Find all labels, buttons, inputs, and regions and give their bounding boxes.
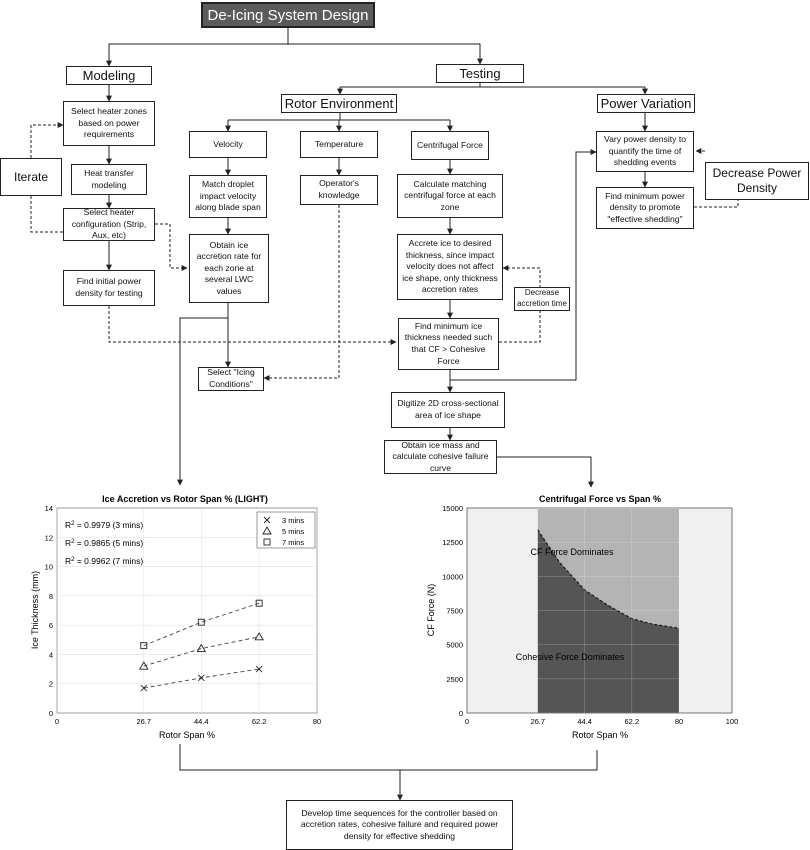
- chart1-xtick-label: 26.7: [136, 717, 151, 726]
- chart1-ytick-label: 12: [45, 533, 53, 542]
- data-point-5-mins: [254, 631, 264, 641]
- accrete-ice-step: Accrete ice to desired thickness, since …: [397, 234, 503, 300]
- chart1-ytick-label: 4: [49, 650, 53, 659]
- chart2-ytick-label: 7500: [446, 607, 463, 616]
- centrifugal-force-chart: Centrifugal Force vs Span % 0 26.7 44.4 62.…: [426, 494, 739, 740]
- chart1-legend: 3 mins 5 mins 7 mins: [256, 511, 316, 549]
- chart2-xtick-label: 62.2: [625, 717, 640, 726]
- testing-header: Testing: [436, 64, 524, 83]
- data-point-3-mins: [197, 674, 205, 682]
- select-heater-zones-step: Select heater zones based on power requi…: [63, 101, 155, 146]
- data-point-3-mins: [255, 665, 263, 673]
- chart1-xtick-label: 62.2: [252, 717, 267, 726]
- chart1-ytick-label: 8: [49, 592, 53, 601]
- decrease-accretion-time-label: Decrease accretion time: [514, 287, 570, 311]
- decrease-power-density-label: Decrease Power Density: [705, 162, 809, 200]
- select-icing-conditions-step: Select "Icing Conditions": [198, 367, 264, 391]
- find-minimum-power-density-step: Find minimum power density to promote "e…: [596, 187, 694, 229]
- vary-power-density-step: Vary power density to quantify the time …: [596, 131, 694, 172]
- data-point-7-mins: [197, 618, 205, 626]
- diagram-title: De-Icing System Design: [201, 2, 375, 28]
- r2-annotation-3mins: R2 = 0.9979 (3 mins): [65, 520, 143, 530]
- data-point-7-mins: [140, 642, 148, 650]
- series-line-5-mins: [143, 636, 260, 667]
- digitize-ice-shape-step: Digitize 2D cross-sectional area of ice …: [391, 392, 505, 428]
- chart1-ylabel: Ice Thickness (mm): [30, 571, 40, 649]
- chart2-xtick-label: 44.4: [577, 717, 592, 726]
- chart1-annotations: R2 = 0.9979 (3 mins) R2 = 0.9865 (5 mins…: [65, 520, 143, 566]
- modeling-header: Modeling: [66, 66, 152, 85]
- obtain-ice-mass-step: Obtain ice mass and calculate cohesive f…: [384, 440, 497, 474]
- data-point-5-mins: [196, 643, 207, 653]
- chart2-ytick-label: 15000: [442, 504, 463, 513]
- match-droplet-velocity-step: Match droplet impact velocity along blad…: [189, 175, 267, 218]
- ice-accretion-chart: Ice Accretion vs Rotor Span % (LIGHT) 0 2…: [30, 494, 321, 740]
- chart1-ytick-label: 6: [49, 621, 53, 630]
- legend-label: 7 mins: [282, 538, 304, 547]
- chart1-ytick-label: 2: [49, 680, 53, 689]
- heat-transfer-modeling-step: Heat transfer modeling: [71, 164, 147, 195]
- power-variation-header: Power Variation: [597, 94, 695, 113]
- r2-annotation-7mins: R2 = 0.9962 (7 mins): [65, 556, 143, 566]
- r2-annotation-5mins: R2 = 0.9865 (5 mins): [65, 538, 143, 548]
- operators-knowledge-step: Operator's knowledge: [300, 175, 378, 205]
- cohesive-dominates-label: Cohesive Force Dominates: [516, 652, 625, 662]
- legend-label: 3 mins: [282, 516, 304, 525]
- chart1-xtick-label: 44.4: [194, 717, 209, 726]
- calculate-centrifugal-force-step: Calculate matching centrifugal force at …: [397, 174, 503, 218]
- velocity-header: Velocity: [189, 131, 267, 158]
- chart1-ytick-label: 0: [49, 709, 53, 718]
- chart1-xlabel: Rotor Span %: [159, 730, 215, 740]
- cf-dominates-label: CF Force Dominates: [530, 547, 614, 557]
- chart1-xtick-label: 80: [313, 717, 321, 726]
- chart2-ytick-label: 12500: [442, 538, 463, 547]
- chart2-ylabel: CF Force (N): [426, 584, 436, 637]
- chart1-xtick-label: 0: [55, 717, 59, 726]
- data-point-7-mins: [255, 599, 263, 607]
- chart1-title: Ice Accretion vs Rotor Span % (LIGHT): [102, 494, 268, 504]
- chart2-xlabel: Rotor Span %: [572, 730, 628, 740]
- develop-time-sequences-step: Develop time sequences for the controlle…: [286, 800, 513, 850]
- chart1-ytick-label: 14: [45, 504, 53, 513]
- rotor-environment-header: Rotor Environment: [281, 94, 397, 113]
- chart2-xtick-label: 0: [465, 717, 469, 726]
- legend-marker-5-mins: [262, 526, 272, 535]
- obtain-ice-accretion-step: Obtain ice accretion rate for each zone …: [189, 234, 269, 303]
- iterate-label: Iterate: [0, 158, 62, 196]
- chart2-ytick-label: 2500: [446, 675, 463, 684]
- temperature-header: Temperature: [300, 131, 378, 158]
- chart2-ytick-label: 10000: [442, 572, 463, 581]
- legend-marker-7-mins: [263, 538, 271, 546]
- centrifugal-force-header: Centrifugal Force: [411, 131, 489, 160]
- data-point-5-mins: [138, 661, 149, 670]
- chart2-xtick-label: 26.7: [530, 717, 545, 726]
- chart2-ytick-label: 5000: [446, 641, 463, 650]
- select-heater-configuration-step: Select heater configuration (Strip, Aux,…: [63, 207, 155, 241]
- data-point-3-mins: [140, 684, 148, 692]
- chart1-ytick-label: 10: [45, 563, 53, 572]
- initial-power-density-step: Find initial power density for testing: [63, 270, 155, 306]
- chart2-xtick-label: 100: [726, 717, 739, 726]
- cohesive-dominates-region: [537, 529, 679, 713]
- legend-marker-3-mins: [263, 516, 271, 524]
- legend-label: 5 mins: [282, 527, 304, 536]
- chart2-ytick-label: 0: [459, 709, 463, 718]
- find-minimum-ice-thickness-step: Find minimum ice thickness needed such t…: [398, 318, 499, 370]
- chart2-title: Centrifugal Force vs Span %: [539, 494, 661, 504]
- chart2-xtick-label: 80: [675, 717, 683, 726]
